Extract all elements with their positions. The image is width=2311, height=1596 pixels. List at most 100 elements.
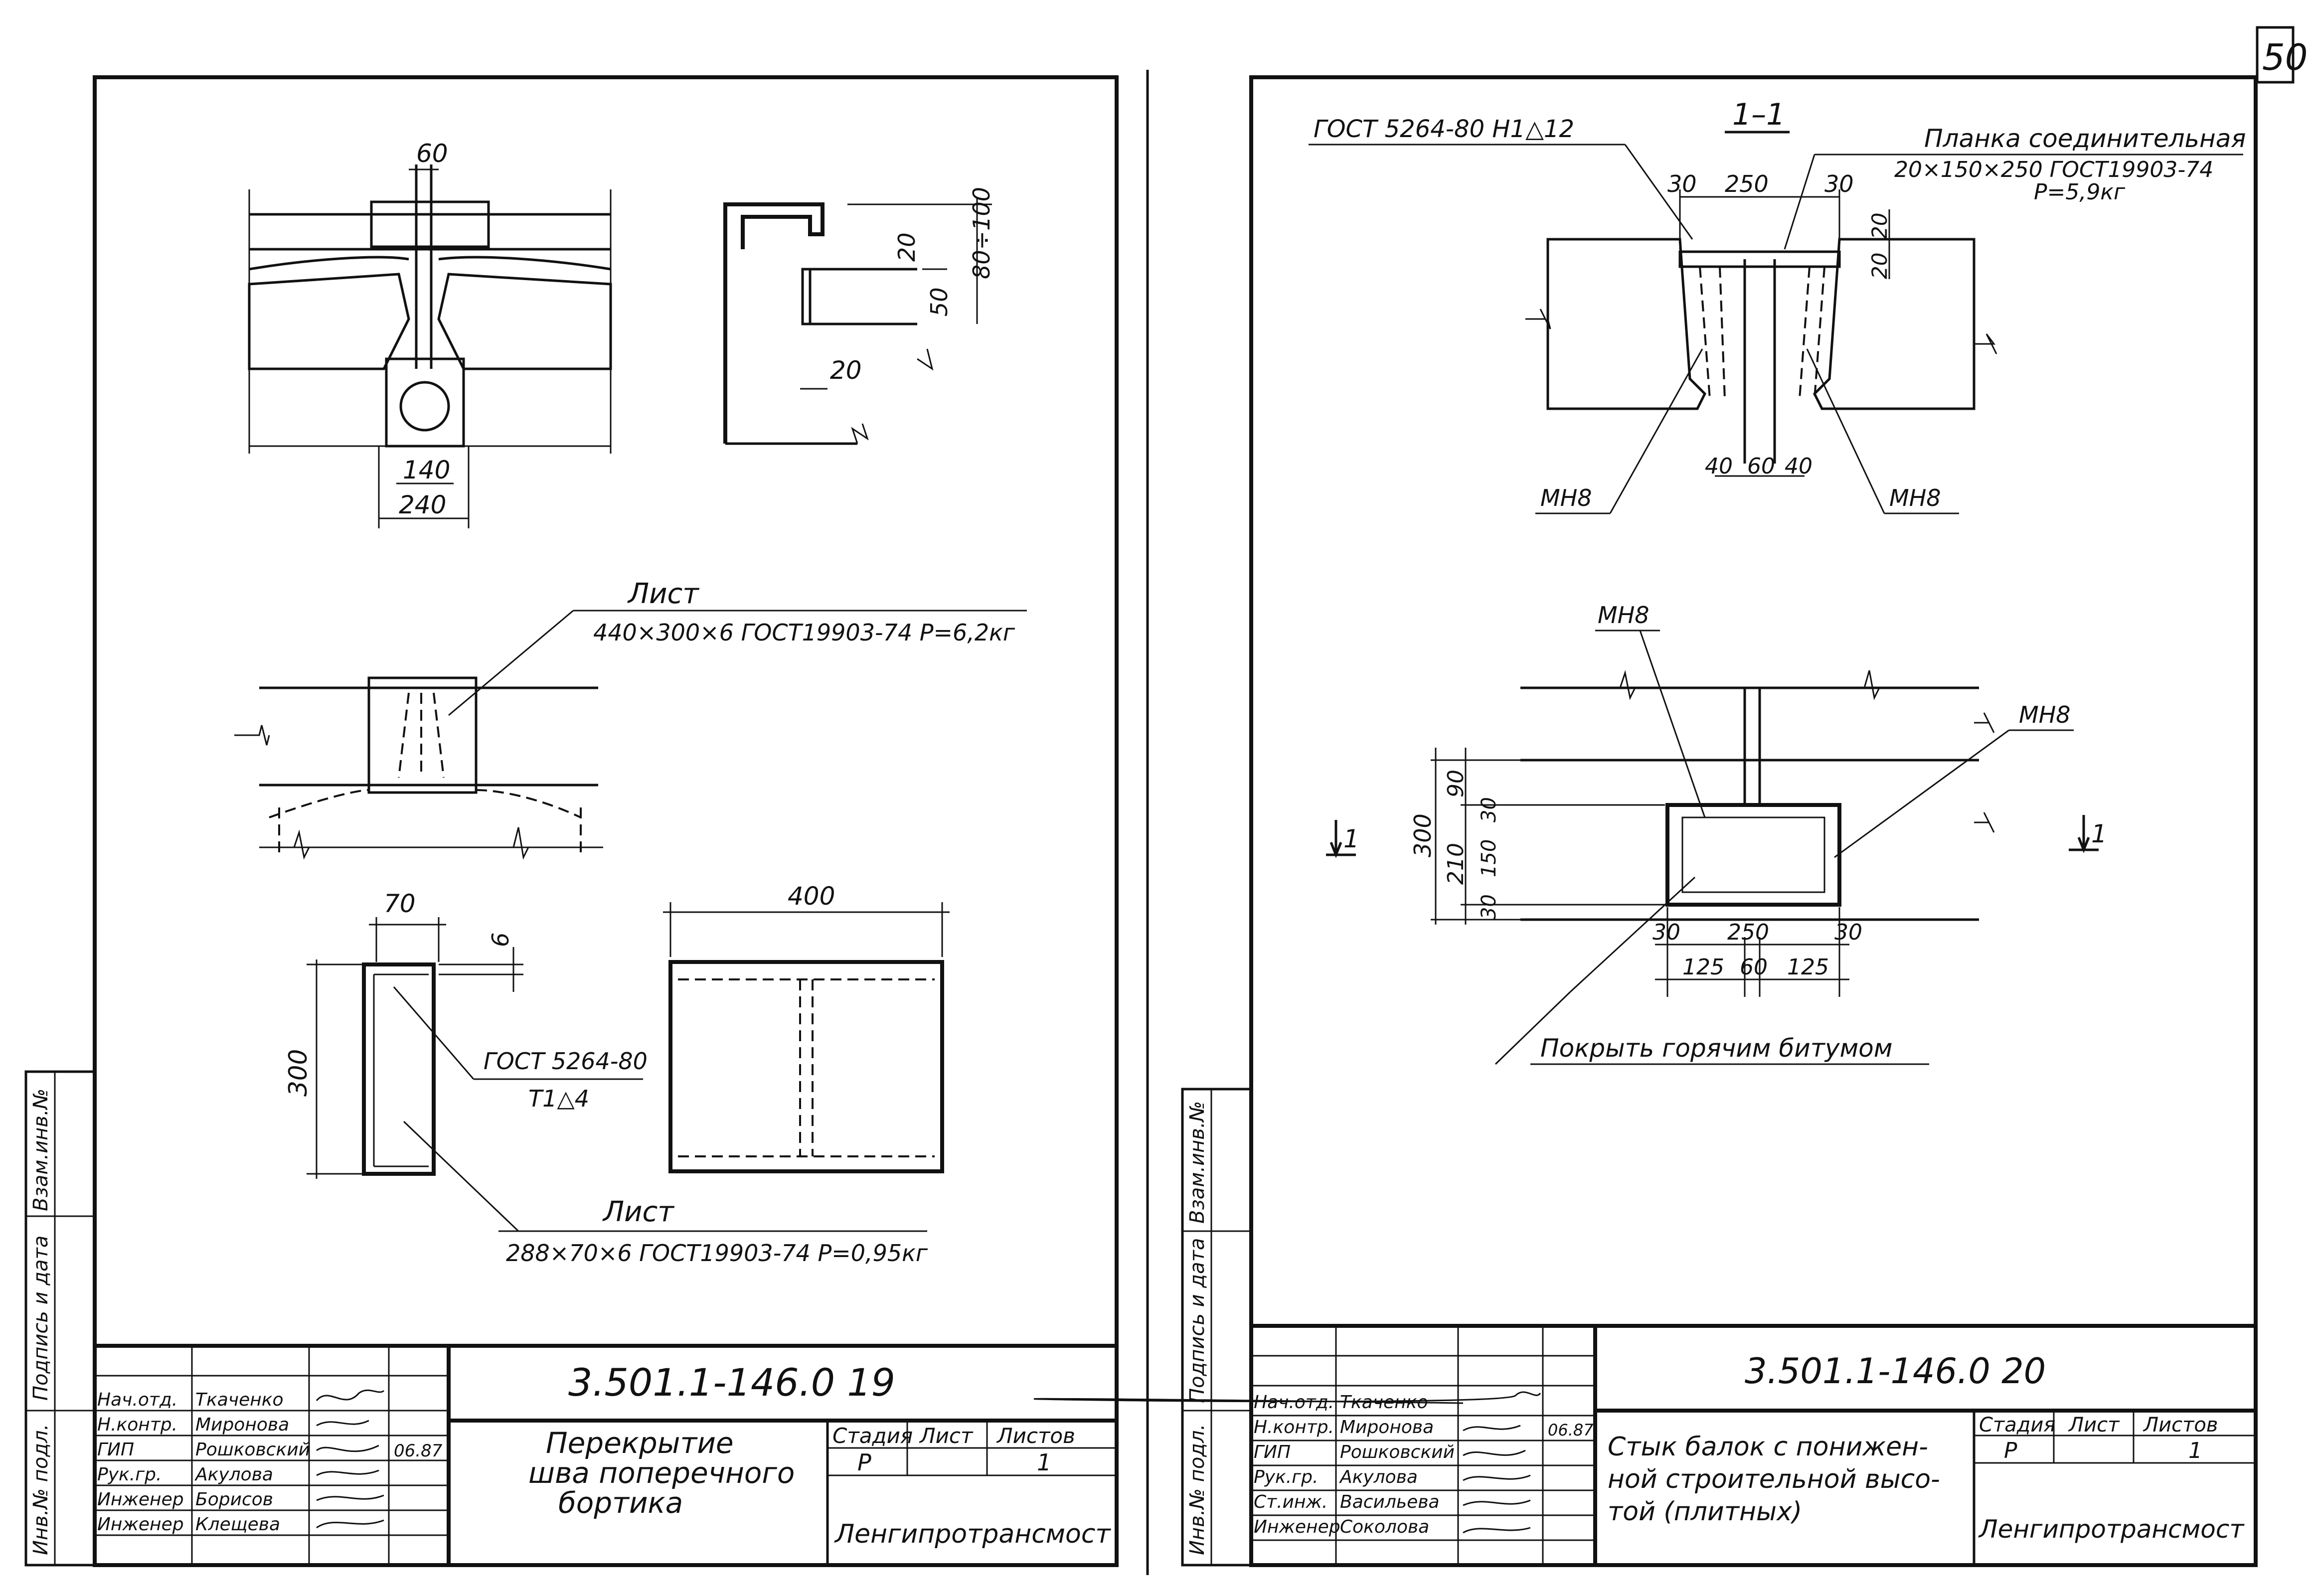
left-name-5: Борисов	[195, 1489, 273, 1510]
sec-d40b: 40	[1785, 454, 1813, 479]
weld-note: ГОСТ 5264-80 Н1△12	[1314, 115, 1574, 143]
left-top-section: 60 140 240	[248, 139, 612, 528]
left-stage-label: Стадия	[832, 1424, 913, 1448]
right-section: 1–1 ГОСТ 5264-80 Н1△12 Планка соединител…	[1309, 97, 2246, 514]
sec-d20a: 20	[1867, 213, 1892, 239]
dim-20a: 20	[893, 232, 920, 262]
plan-d150: 150	[1478, 839, 1500, 877]
plan-d300: 300	[1409, 813, 1436, 857]
right-role-2: Н.контр.	[1254, 1417, 1334, 1437]
right-doc-code: 3.501.1-146.0 20	[1745, 1351, 2046, 1392]
right-title-3: той (плитных)	[1608, 1497, 1802, 1527]
left-title-2: шва поперечного	[528, 1456, 795, 1490]
dim-80-100: 80÷100	[968, 187, 995, 279]
right-side-label-1: Взам.инв.№	[1186, 1101, 1209, 1224]
left-plan: 400	[663, 882, 950, 1173]
bitumen-note: Покрыть горячим битумом	[1540, 1034, 1893, 1063]
left-title-block: 3.501.1-146.0 19 Перекрытие шва поперечн…	[93, 1344, 1119, 1567]
right-sheets: 1	[2188, 1438, 2202, 1463]
dim-50: 50	[926, 287, 953, 317]
left-name-3: Рошковский	[195, 1439, 310, 1460]
right-name-2: Миронова	[1340, 1417, 1434, 1437]
sec-d60: 60	[1747, 454, 1775, 479]
plan-mh8-a: МН8	[1598, 602, 1650, 629]
plank-line2: 20×150×250 ГОСТ19903-74	[1894, 157, 2213, 182]
left-strip: 70 6 300 ГОСТ 5264-80 Т1△4 Лист 288×70×6…	[284, 889, 928, 1267]
left-plate-callout: Лист 440×300×6 ГОСТ19903-74 P=6,2кг	[448, 578, 1027, 716]
right-side-label-3: Инв.№ подл.	[1186, 1424, 1209, 1555]
right-stage-label: Стадия	[1979, 1414, 2055, 1436]
side-label-2: Подпись и дата	[29, 1236, 52, 1401]
sec-d30a: 30	[1667, 170, 1697, 197]
plate-title: Лист	[627, 578, 699, 610]
sec-d40a: 40	[1705, 454, 1733, 479]
left-sheets-label: Листов	[996, 1424, 1075, 1448]
sec-d30b: 30	[1824, 170, 1854, 197]
left-signatures	[316, 1389, 385, 1529]
left-name-4: Акулова	[194, 1464, 273, 1485]
left-sheet-label: Лист	[919, 1424, 974, 1448]
left-title-3: бортика	[558, 1486, 683, 1520]
plan-h250: 250	[1727, 920, 1769, 945]
dim-400: 400	[788, 882, 835, 911]
strip-title: Лист	[602, 1196, 674, 1228]
strip-spec: 288×70×6 ГОСТ19903-74 P=0,95кг	[506, 1240, 928, 1267]
right-role-6: Инженер	[1254, 1517, 1340, 1537]
cut-left: 1	[1343, 824, 1359, 853]
plan-d210: 210	[1443, 843, 1469, 885]
plan-h30b: 30	[1834, 920, 1862, 945]
plan-h30a: 30	[1652, 920, 1680, 945]
mh8-right: МН8	[1889, 484, 1941, 511]
right-role-3: ГИП	[1254, 1442, 1291, 1462]
weld-line1: ГОСТ 5264-80	[484, 1048, 648, 1075]
left-name-1: Ткаченко	[195, 1390, 284, 1410]
dim-240: 240	[399, 490, 446, 519]
plan-d90: 90	[1443, 770, 1469, 798]
right-name-4: Акулова	[1339, 1467, 1418, 1487]
left-title-1: Перекрытие	[546, 1426, 734, 1460]
plan-h60: 60	[1740, 955, 1768, 980]
plank-line3: P=5,9кг	[2034, 179, 2126, 205]
right-title-2: ной строительной высо-	[1608, 1464, 1940, 1494]
left-sheets: 1	[1037, 1449, 1051, 1476]
side-label-1: Взам.инв.№	[29, 1089, 52, 1211]
plan-d30a: 30	[1478, 797, 1500, 822]
side-label-3: Инв.№ подл.	[29, 1424, 52, 1555]
left-org: Ленгипротрансмост	[834, 1519, 1111, 1549]
dim-140: 140	[403, 456, 450, 484]
left-side-stamp: Взам.инв.№ Подпись и дата Инв.№ подл.	[24, 1070, 96, 1567]
right-role-5: Ст.инж.	[1254, 1492, 1327, 1512]
left-name-2: Миронова	[195, 1415, 289, 1435]
section-label: 1–1	[1732, 97, 1785, 132]
plate-spec: 440×300×6 ГОСТ19903-74 P=6,2кг	[593, 619, 1015, 646]
left-date: 06.87	[394, 1441, 443, 1461]
left-name-6: Клещева	[195, 1514, 280, 1535]
plank-line1: Планка соединительная	[1924, 124, 2246, 153]
left-doc-code: 3.501.1-146.0 19	[568, 1360, 895, 1405]
dim-300: 300	[284, 1049, 313, 1097]
right-title-block: 3.501.1-146.0 20 Стык балок с понижен- н…	[1033, 1324, 2258, 1567]
right-side-label-2: Подпись и дата	[1186, 1238, 1209, 1403]
right-name-5: Васильева	[1340, 1492, 1440, 1512]
mh8-left: МН8	[1540, 484, 1592, 511]
right-sheets-label: Листов	[2143, 1414, 2218, 1436]
left-role-3: ГИП	[97, 1439, 134, 1460]
right-org: Ленгипротрансмост	[1978, 1515, 2245, 1544]
right-stage: Р	[2004, 1438, 2017, 1463]
right-signatures	[1033, 1391, 1541, 1534]
left-role-6: Инженер	[97, 1514, 184, 1535]
page-number-box	[2256, 26, 2295, 84]
left-role-2: Н.контр.	[97, 1415, 177, 1435]
right-plan: МН8 МН8 1 1 300 90 210 30 150 30 30 250 …	[1326, 602, 2107, 1065]
plan-h125a: 125	[1682, 955, 1724, 980]
left-elevation	[234, 676, 603, 860]
dim-6: 6	[487, 933, 514, 947]
right-role-4: Рук.гр.	[1254, 1467, 1318, 1487]
dim-60-top: 60	[416, 139, 448, 168]
left-stage: Р	[857, 1449, 871, 1476]
dim-20b: 20	[830, 356, 862, 385]
sec-d250: 250	[1725, 170, 1769, 197]
plan-mh8-b: МН8	[2019, 701, 2071, 728]
left-profile: 80÷100 20 50 20	[723, 187, 995, 445]
